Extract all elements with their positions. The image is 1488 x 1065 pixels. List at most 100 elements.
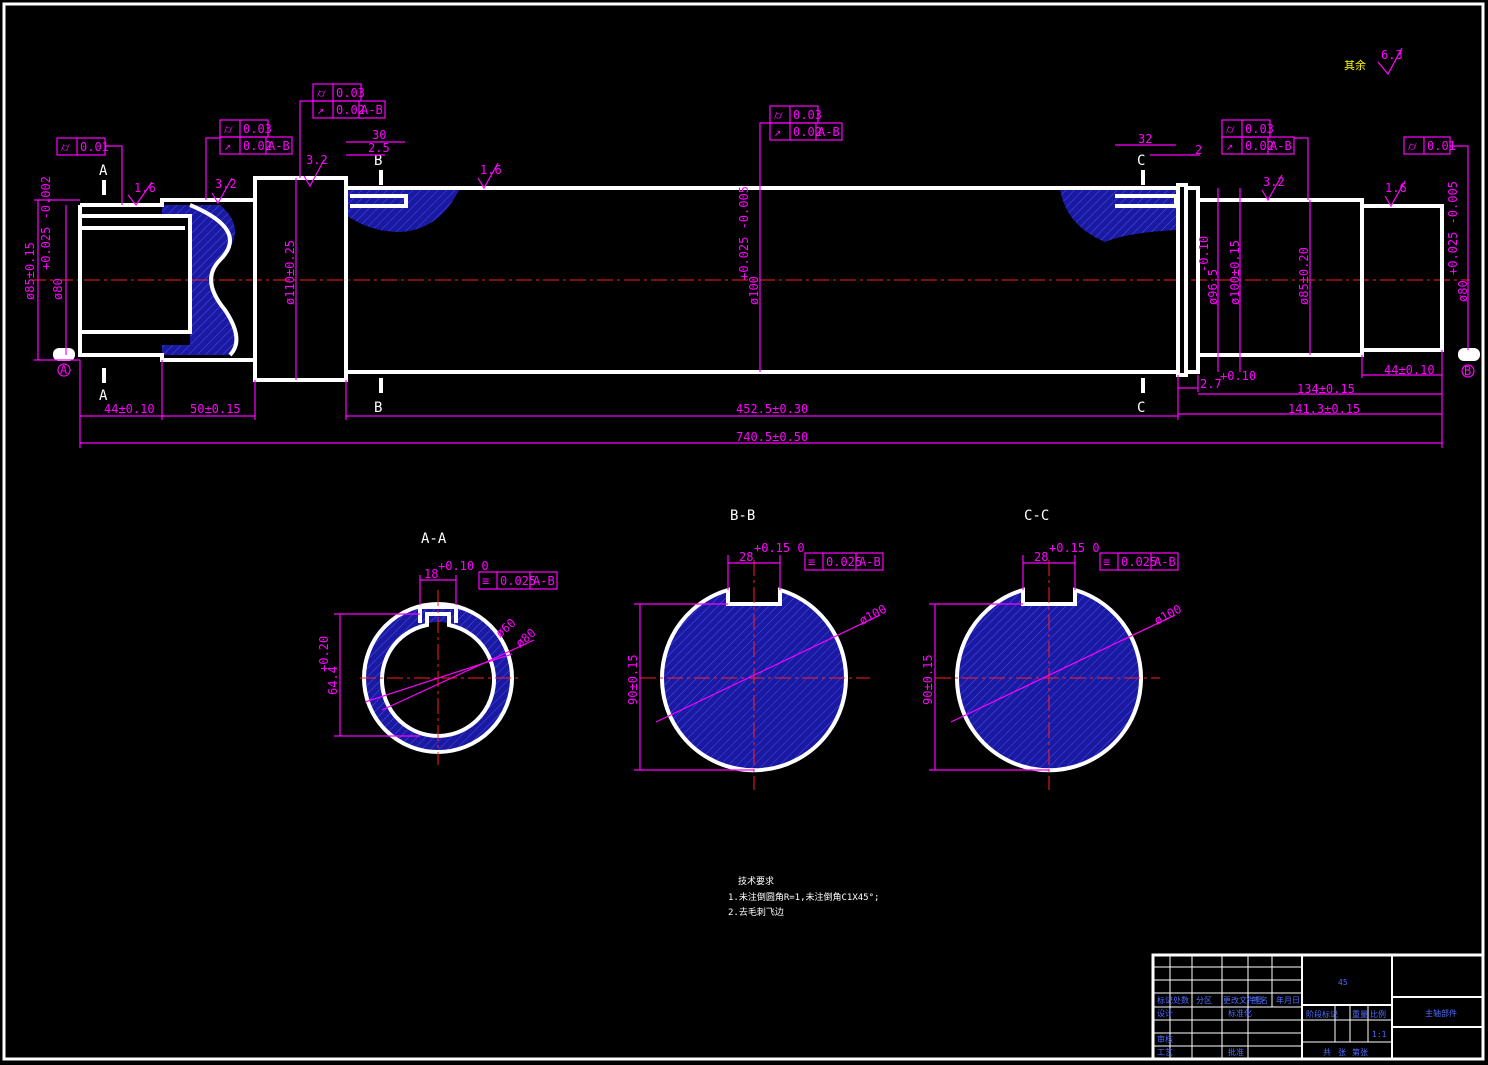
roughness-icon (303, 159, 325, 188)
datum-a-label: A (60, 363, 68, 377)
roughness-note-value: 6.3 (1381, 48, 1403, 62)
dim-d80-tol: +0.025 -0.002 (39, 176, 53, 270)
hatch-keyway-c (1060, 188, 1178, 242)
tolerance-value: 0.03 (243, 122, 272, 136)
aa-sym-datum: A-B (533, 574, 555, 588)
notes-title: 技术要求 (738, 875, 774, 887)
roughness-value: 3.2 (306, 153, 328, 167)
dim-l25: 2.5 (368, 141, 390, 155)
dim-l44: 44±0.10 (104, 402, 155, 416)
dim-d100: ø100 (747, 276, 761, 305)
dim-l2: 2 (1195, 143, 1202, 157)
tolerance-value: 0.01 (80, 140, 109, 154)
dim-l30: 30 (372, 128, 386, 142)
shaft-bore-profile (189, 203, 239, 357)
runout-icon: ⌭ (1226, 122, 1235, 136)
length-dims: 30 2.5 32 2 44±0.10 50±0.15 452.5±0.30 2… (79, 128, 1443, 448)
tolerance-datum: A-B (1270, 139, 1292, 153)
tolerance-value: 0.02 (336, 103, 365, 117)
datum-b-marker (1461, 364, 1475, 378)
title-cell: 设计 (1157, 1008, 1173, 1018)
tolerance-value: 0.03 (1245, 122, 1274, 136)
tolerance-value: 0.01 (1427, 139, 1456, 153)
roughness-icon (211, 177, 233, 205)
title-cell: 更改文件号 (1223, 995, 1263, 1005)
roughness-note: 其余 6.3 (1344, 47, 1403, 76)
tolerance-datum: A-B (818, 125, 840, 139)
title-cell: 第 (1352, 1047, 1360, 1057)
cc-key-tol: +0.15 0 (1049, 541, 1100, 555)
dim-l27: 2.7 (1200, 377, 1222, 391)
tolerance-value: 0.02 (1245, 139, 1274, 153)
roughness-value: 3.2 (1263, 175, 1285, 189)
aa-height-tol: +0.20 (317, 636, 331, 672)
title-cell: 分区 (1196, 996, 1212, 1005)
roughness-icon (127, 181, 153, 207)
hatch-keyway-b (346, 188, 460, 232)
section-label-b-top: B (374, 153, 382, 169)
tolerance-frame-5: ⌭ 0.03 ↗ 0.02 A-B (1221, 119, 1309, 200)
notes-line-2: 2.去毛刺飞边 (728, 906, 784, 918)
dim-l134: 134±0.15 (1297, 382, 1355, 396)
title-cell: 张 (1360, 1048, 1368, 1057)
tolerance-frame-4: ⌭ 0.03 ↗ 0.02 A-B (759, 105, 843, 188)
tolerance-datum: A-B (268, 139, 290, 153)
roughness-value: 1.6 (134, 181, 156, 195)
dim-l32: 32 (1138, 132, 1152, 146)
title-cell: 阶段标记 (1306, 1009, 1338, 1019)
roughness-note-label: 其余 (1344, 58, 1366, 72)
title-cell: 共 (1323, 1048, 1331, 1057)
keyway-b-slot (350, 194, 408, 208)
dim-d80b-tol: +0.025 -0.005 (1446, 181, 1460, 275)
center-hole-right (1458, 348, 1480, 361)
aa-d2-dim: ø80 (513, 626, 539, 651)
dim-d96: ø96.5 (1206, 269, 1220, 305)
cc-height-dim: 90±0.15 (921, 654, 935, 705)
section-label-c-bottom: C (1137, 400, 1145, 416)
shaft-groove (1176, 183, 1188, 377)
dim-l740: 740.5±0.50 (736, 430, 808, 444)
title-cell: 签名 (1252, 995, 1268, 1005)
center-hole-left (53, 348, 75, 361)
section-cc-title: C-C (1024, 508, 1049, 524)
dim-d85: ø85±0.15 (23, 242, 37, 300)
symmetry-icon: ≡ (482, 574, 489, 588)
aa-height-dim: 64.4 (326, 666, 340, 695)
cc-diameter-dim: ø100 (1152, 602, 1184, 628)
section-bb-title: B-B (730, 508, 755, 524)
title-cell: 比例 (1370, 1009, 1386, 1019)
dim-d80b: ø80 (1456, 280, 1470, 302)
datum-b-label: B (1464, 364, 1471, 378)
section-label-a-bottom: A (99, 388, 108, 404)
runout-icon: ⌭ (317, 86, 326, 100)
title-cell: 处数 (1173, 995, 1189, 1005)
section-label-c-top: C (1137, 153, 1145, 169)
aa-key-dim: 18 (424, 567, 438, 581)
shaft-right-journal (1198, 198, 1364, 357)
roughness-icon (1384, 180, 1406, 208)
runout-icon: ⌭ (224, 122, 233, 136)
shaft-right-shoulder (1186, 186, 1200, 374)
title-block: 45 主轴部件 标记 处数 分区 更改文件号 签名 年月日 设计 标准化 阶段标… (1151, 953, 1485, 1061)
tolerance-frame-2: ⌭ 0.03 ↗ 0.02 A-B (205, 119, 293, 200)
roughness-icon (1261, 174, 1283, 202)
cc-sym-datum: A-B (1154, 555, 1176, 569)
title-cell: 1:1 (1372, 1030, 1387, 1039)
shaft-main-view: A A B B C C A B (30, 153, 1480, 416)
roughness-symbol-icon (1377, 47, 1403, 76)
tolerance-value: 0.03 (336, 86, 365, 100)
dim-d100b: ø100±0.15 (1228, 240, 1242, 305)
section-label-b-bottom: B (374, 400, 382, 416)
section-cc-view: C-C 28 +0.15 0 ≡ 0.025 A-B 90±0.15 ø100 (921, 508, 1184, 790)
shaft-right-end (1362, 204, 1444, 352)
cc-sym-value: 0.025 (1121, 555, 1157, 569)
roughness-value: 1.6 (480, 163, 502, 177)
tolerance-frame-6: ⌭ 0.01 (1403, 136, 1469, 206)
title-cell: 标记 (1157, 995, 1173, 1005)
title-cell: 年月日 (1276, 995, 1300, 1005)
title-cell: 重量 (1352, 1009, 1368, 1019)
tolerance-datum: A-B (361, 103, 383, 117)
title-cell: 审核 (1157, 1034, 1173, 1044)
datum-a-marker (57, 363, 71, 377)
